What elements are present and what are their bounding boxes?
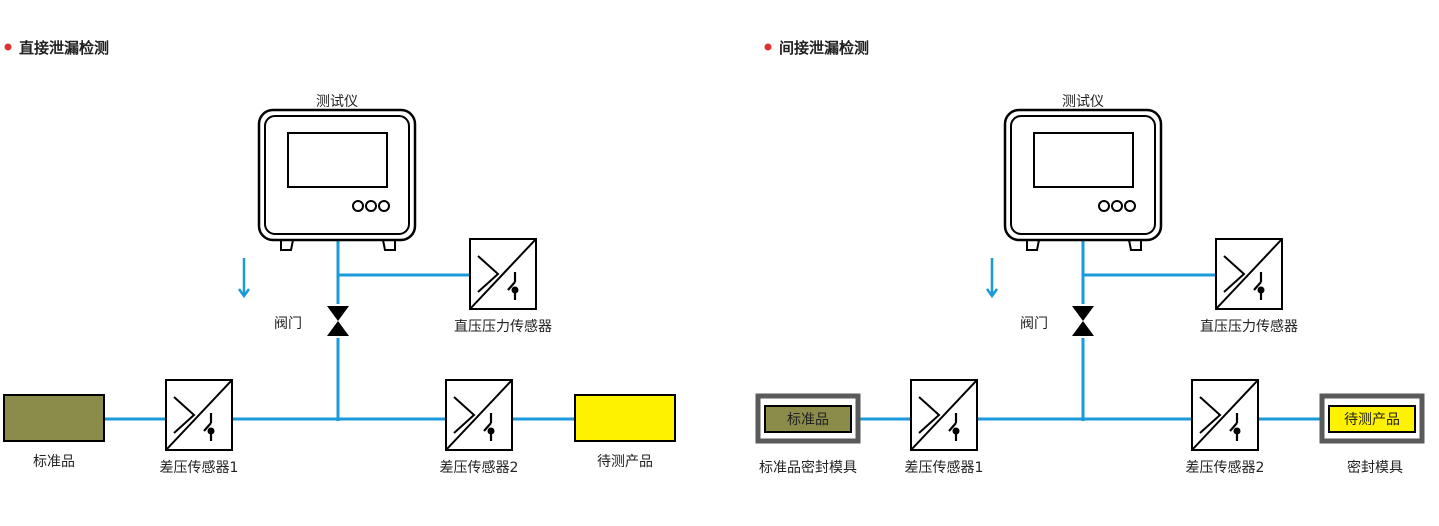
right-direct-sensor-label: 直压压力传感器 xyxy=(1200,318,1298,335)
right-diff-sensor1-label: 差压传感器1 xyxy=(905,459,984,476)
right-diff-sensor2-icon xyxy=(1190,378,1260,452)
left-direct-sensor-label: 直压压力传感器 xyxy=(454,318,552,335)
right-panel: 间接泄漏检测 测试仪 阀门 直压压力传感器 差压传感器1 差压传感器2 标准品 … xyxy=(755,39,1425,476)
right-title-bullet xyxy=(764,43,772,51)
right-title: 间接泄漏检测 xyxy=(779,39,869,57)
right-valve-label: 阀门 xyxy=(1020,316,1048,332)
right-diff-sensor1-icon xyxy=(909,378,979,452)
left-product-block xyxy=(574,394,676,442)
left-diff-sensor1-icon xyxy=(164,378,234,452)
left-product-label: 待测产品 xyxy=(597,454,653,470)
right-valve-icon xyxy=(1072,306,1094,336)
right-standard-fixture-label: 标准品密封模具 xyxy=(759,459,857,476)
left-valve-label: 阀门 xyxy=(274,316,302,332)
left-title-bullet xyxy=(4,43,12,51)
left-title: 直接泄漏检测 xyxy=(19,39,109,57)
left-diff-sensor2-label: 差压传感器2 xyxy=(440,459,519,476)
left-flow-arrow-icon xyxy=(237,256,251,298)
right-direct-sensor-icon xyxy=(1214,237,1284,311)
left-tester-icon xyxy=(257,108,417,252)
right-diff-sensor2-label: 差压传感器2 xyxy=(1186,459,1265,476)
right-standard-block xyxy=(764,405,852,433)
right-standard-inner-label: 标准品 xyxy=(787,412,829,428)
left-tester-label: 测试仪 xyxy=(316,94,358,110)
right-product-fixture-label: 密封模具 xyxy=(1347,459,1403,476)
left-direct-sensor-icon xyxy=(468,237,538,311)
right-tester-icon xyxy=(1003,108,1163,252)
left-diff-sensor2-icon xyxy=(444,378,514,452)
right-product-inner-label: 待测产品 xyxy=(1344,412,1400,428)
right-flow-arrow-icon xyxy=(985,256,999,298)
right-product-block xyxy=(1328,405,1416,433)
right-tester-label: 测试仪 xyxy=(1062,94,1104,110)
left-standard-label: 标准品 xyxy=(33,454,75,470)
left-diff-sensor1-label: 差压传感器1 xyxy=(160,459,239,476)
left-valve-icon xyxy=(327,306,349,336)
left-panel: 直接泄漏检测 测试仪 阀门 直压压力传感器 差压传感器1 差压传感器2 标准品 … xyxy=(3,39,676,476)
left-standard-block xyxy=(3,394,105,442)
